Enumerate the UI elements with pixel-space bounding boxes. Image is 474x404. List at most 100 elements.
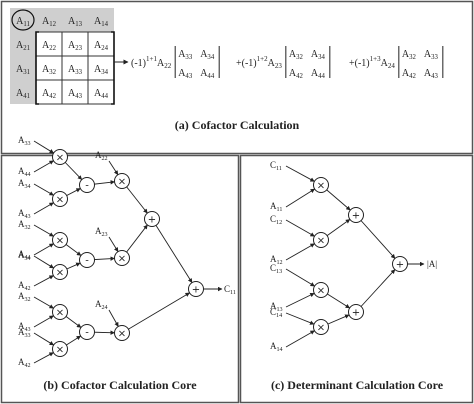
output-label: |A|	[427, 259, 437, 269]
matrix-cell: A22	[42, 40, 57, 52]
minor-entry: A32	[402, 49, 417, 61]
mul-node	[52, 232, 68, 248]
matrix-cell: A12	[42, 16, 57, 28]
input-label: A11	[270, 201, 282, 213]
mul-node	[52, 191, 68, 207]
term-sign: (-1)1+1A22	[131, 55, 172, 70]
minor-entry: A43	[424, 68, 439, 80]
panel-b-caption: (b) Cofactor Calculation Core	[43, 378, 197, 392]
mul-node	[114, 325, 130, 341]
matrix-cell: A31	[16, 64, 30, 76]
matrix-cell: A24	[94, 40, 109, 52]
mul-node-symbol: ×	[317, 236, 325, 247]
add-node-symbol: +	[192, 285, 200, 296]
minor-entry: A33	[178, 49, 193, 61]
matrix-cell: A21	[16, 40, 30, 52]
add-node	[188, 281, 204, 297]
input-label: A32	[18, 219, 31, 231]
input-label: A14	[270, 341, 283, 353]
add-node-symbol: +	[352, 211, 360, 222]
mul-node	[313, 177, 329, 193]
panel-c-caption: (c) Determinant Calculation Core	[271, 378, 444, 392]
input-label: A13	[270, 301, 283, 313]
mul-node-symbol: ×	[56, 308, 64, 319]
matrix-cell: A41	[16, 88, 30, 100]
mul-node	[114, 173, 130, 189]
matrix-cell: A11	[16, 16, 30, 28]
input-label: C11	[270, 160, 282, 172]
sub-node	[79, 177, 95, 193]
minor-entry: A32	[289, 49, 304, 61]
minor-entry: A34	[200, 49, 215, 61]
matrix-cell: A32	[42, 64, 57, 76]
matrix-cell: A42	[42, 88, 57, 100]
add-node	[348, 207, 364, 223]
mul-node-symbol: ×	[118, 329, 126, 340]
mul-node-symbol: ×	[56, 345, 64, 356]
minor-entry: A33	[424, 49, 439, 61]
add-node	[144, 211, 160, 227]
mul-node-symbol: ×	[317, 286, 325, 297]
mul-node-symbol: ×	[118, 177, 126, 188]
mul-node	[52, 264, 68, 280]
add-node	[348, 304, 364, 320]
input-label: A32	[18, 291, 31, 303]
matrix-cell: A34	[94, 64, 109, 76]
coef-label: A24	[95, 299, 108, 311]
input-label: A33	[18, 135, 31, 147]
matrix-cell: A33	[68, 64, 83, 76]
mul-node-symbol: ×	[317, 323, 325, 334]
term-sign: +(-1)1+2A23	[236, 55, 282, 70]
pivot-circle	[11, 9, 35, 31]
minor-entry: A42	[402, 68, 417, 80]
mul-node	[52, 149, 68, 165]
mul-node	[313, 232, 329, 248]
minor-entry: A44	[200, 68, 215, 80]
minor-entry: A44	[311, 68, 326, 80]
sub-node	[79, 252, 95, 268]
mul-node-symbol: ×	[56, 195, 64, 206]
output-label: C11	[224, 284, 236, 296]
mul-node	[313, 282, 329, 298]
add-node-symbol: +	[352, 308, 360, 319]
input-label: A43	[18, 208, 31, 220]
panel-c-frame	[239, 154, 474, 404]
matrix-cell: A43	[68, 88, 83, 100]
mul-node-symbol: ×	[317, 181, 325, 192]
matrix-cell: A14	[94, 16, 109, 28]
add-node	[392, 256, 408, 272]
input-label: A43	[18, 321, 31, 333]
mul-node	[52, 304, 68, 320]
input-label: A33	[18, 327, 31, 339]
mul-node	[114, 250, 130, 266]
input-label: C13	[270, 263, 282, 275]
mul-node-symbol: ×	[56, 153, 64, 164]
mul-node	[52, 341, 68, 357]
mul-node-symbol: ×	[56, 268, 64, 279]
minor-entry: A34	[311, 49, 326, 61]
matrix-cell: A13	[68, 16, 83, 28]
input-label: A44	[18, 166, 31, 178]
mul-node-symbol: ×	[56, 236, 64, 247]
matrix-cell: A23	[68, 40, 83, 52]
panel-a-frame	[0, 0, 474, 155]
sub-node-symbol: -	[85, 256, 89, 267]
minor-entry: A43	[178, 68, 193, 80]
mul-node	[313, 319, 329, 335]
add-node-symbol: +	[148, 215, 156, 226]
input-label: A42	[18, 357, 31, 369]
panel-b-frame	[0, 154, 240, 404]
matrix-cell: A44	[94, 88, 109, 100]
term-sign: +(-1)1+3A24	[349, 55, 395, 70]
matrix-col-shade	[10, 8, 36, 104]
cofactor-core-network: A33A44A34A43A32A44A34A42A32A43A33A42A22A…	[18, 135, 236, 369]
coef-label: A23	[95, 226, 108, 238]
minor-entry: A42	[289, 68, 304, 80]
input-label: C12	[270, 214, 282, 226]
